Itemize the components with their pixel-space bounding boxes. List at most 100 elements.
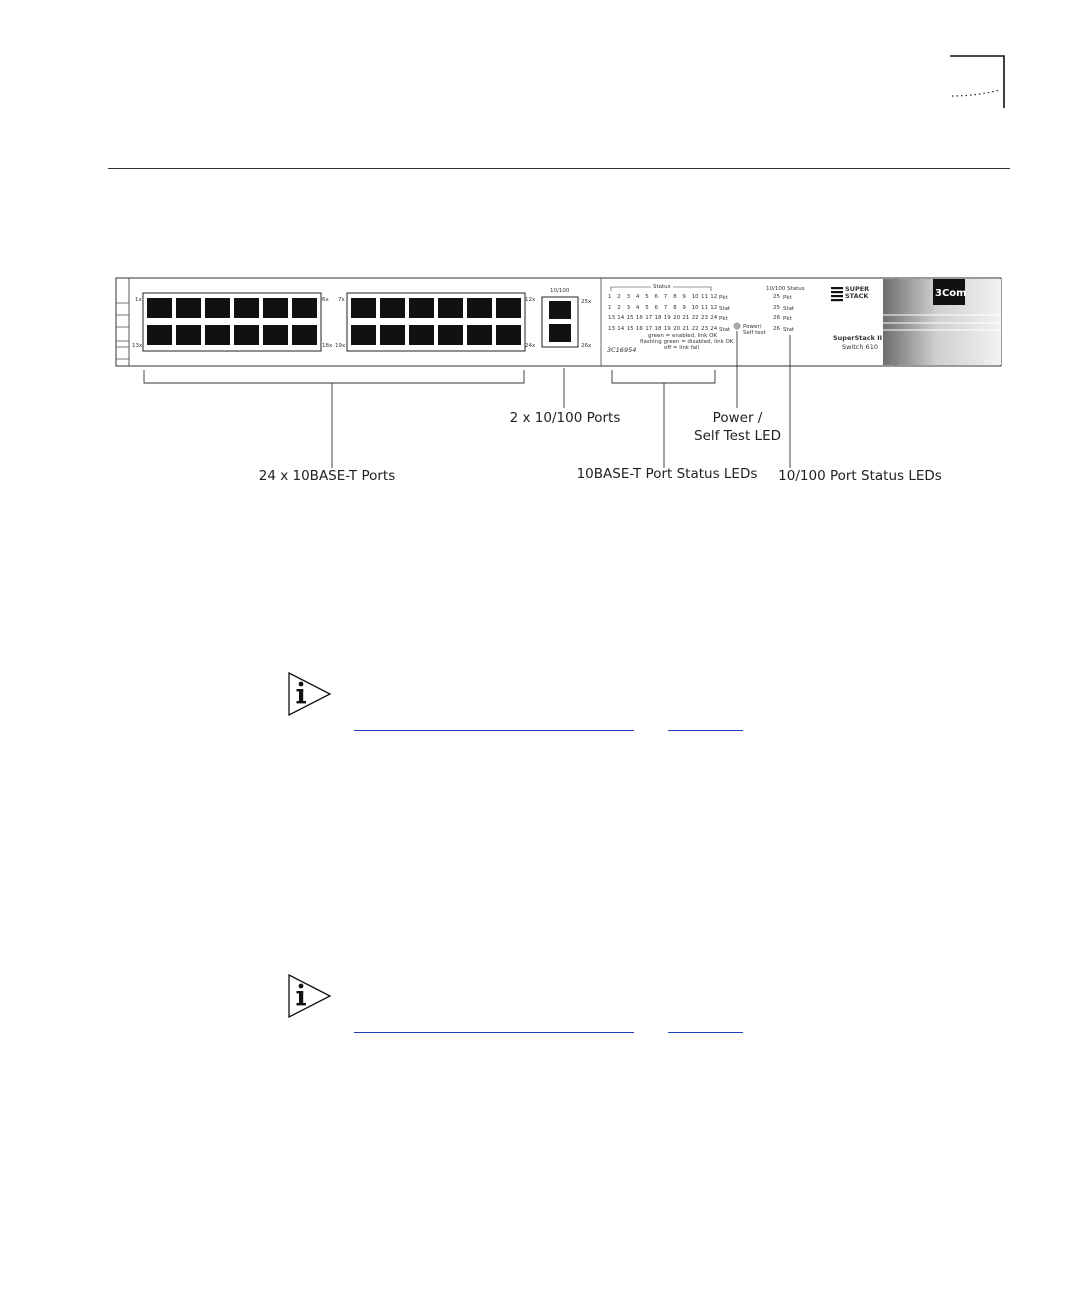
fast-status-port: 26 <box>773 315 780 321</box>
status-led-number: 9 <box>682 294 686 300</box>
status-led-number: 17 <box>645 315 653 321</box>
status-led-number: 19 <box>663 325 671 332</box>
rj45-port <box>147 298 172 318</box>
callout-10base-ports: 24 x 10BASE-T Ports <box>258 468 396 484</box>
header-rule <box>108 168 1010 169</box>
port-label: 19x <box>335 343 346 349</box>
port-label: 26x <box>581 343 592 349</box>
rj45-port <box>380 325 405 345</box>
fast-status-tag: Stat <box>783 305 795 312</box>
status-led-number: 24 <box>710 315 718 321</box>
status-led-number: 3 <box>626 304 631 311</box>
status-led-number: 1 <box>608 294 612 300</box>
rj45-port <box>351 325 376 345</box>
rj45-port <box>292 325 317 345</box>
status-led-number: 13 <box>608 325 615 332</box>
product-name: SuperStack II <box>833 334 883 342</box>
callout-10-100-status-leds: 10/100 Port Status LEDs <box>778 468 942 484</box>
status-led-number: 22 <box>691 325 699 332</box>
rj45-port <box>205 325 230 345</box>
rj45-port <box>467 325 492 345</box>
callout-power-led-line1: Power / <box>712 410 763 426</box>
rj45-port <box>176 298 201 318</box>
power-led-label: Power/ Self test <box>743 324 766 336</box>
fast-status-tag: Pkt <box>783 316 792 322</box>
vendor-logo-block <box>933 279 965 305</box>
rj45-port <box>549 324 571 342</box>
callout-10base-status-leds: 10BASE-T Port Status LEDs <box>576 466 758 482</box>
status-led-number: 1 <box>608 304 612 311</box>
status-led-number: 12 <box>710 294 718 300</box>
status-led-number: 16 <box>635 325 643 332</box>
status-led-number: 4 <box>635 294 640 300</box>
info-icon <box>288 672 332 716</box>
status-led-number: 9 <box>682 304 686 311</box>
page-reference-link[interactable] <box>668 730 743 731</box>
status-led-number: 6 <box>654 294 659 300</box>
rj45-port <box>234 298 259 318</box>
status-led-number: 7 <box>663 294 668 300</box>
note-1 <box>288 672 788 732</box>
rj45-port <box>496 298 521 318</box>
status-led-number: 14 <box>617 315 625 321</box>
status-led-number: 18 <box>654 315 662 321</box>
cross-reference-link[interactable] <box>354 1032 634 1033</box>
page-reference-link[interactable] <box>668 1032 743 1033</box>
port-label: 18x <box>322 343 333 349</box>
status-led-number: 3 <box>626 294 631 300</box>
fast-status-tag: Stat <box>783 326 795 333</box>
port-label: 1x <box>135 297 142 303</box>
note-2 <box>288 974 788 1034</box>
status-led-number: 23 <box>701 315 708 321</box>
rj45-port <box>205 298 230 318</box>
status-led-number: 19 <box>663 315 671 321</box>
status-led-number: 7 <box>663 304 668 311</box>
rj45-port <box>549 301 571 319</box>
status-led-number: 20 <box>673 325 681 332</box>
fast-status-port: 25 <box>773 294 780 300</box>
superstack-logo-icon <box>831 287 843 302</box>
status-led-number: 15 <box>626 315 634 321</box>
status-led-tag: Pkt <box>719 316 728 322</box>
rj45-port <box>409 298 434 318</box>
status-led-number: 5 <box>645 294 649 300</box>
status-led-number: 6 <box>654 304 659 311</box>
status-led-number: 10 <box>691 294 699 300</box>
status-led-number: 2 <box>617 294 621 300</box>
rj45-port <box>467 298 492 318</box>
cross-reference-link[interactable] <box>354 730 634 731</box>
vendor-logo: 3Com <box>935 288 967 299</box>
status-led-tag: Pkt <box>719 295 728 301</box>
rj45-port <box>147 325 172 345</box>
brand-logo-text: SUPER <box>845 285 870 293</box>
fast-status-header: 10/100 Status <box>766 286 805 292</box>
fast-status-port: 26 <box>773 325 780 332</box>
status-led-number: 18 <box>654 325 662 332</box>
status-led-number: 8 <box>673 304 677 311</box>
status-led-number: 20 <box>673 315 681 321</box>
model-number: 3C16954 <box>607 346 637 354</box>
status-led-number: 5 <box>645 304 649 311</box>
rj45-port <box>351 298 376 318</box>
legend-line: off = link fail <box>664 345 700 351</box>
status-led-number: 11 <box>701 294 708 300</box>
fast-status-tag: Pkt <box>783 295 792 301</box>
status-led-number: 22 <box>691 315 699 321</box>
legend-line: flashing green = disabled, link OK <box>640 339 734 345</box>
status-led-number: 10 <box>691 304 699 311</box>
status-led-number: 16 <box>635 315 643 321</box>
callout-power-led-line2: Self Test LED <box>694 428 781 444</box>
status-led-number: 14 <box>617 325 625 332</box>
status-led-number: 17 <box>645 325 653 332</box>
status-led-tag: Stat <box>719 305 731 312</box>
port-label: 7x <box>338 297 345 303</box>
rj45-port <box>263 298 288 318</box>
port-label: 25x <box>581 299 592 305</box>
port-label: 6x <box>322 297 329 303</box>
port-label: 24x <box>525 343 536 349</box>
status-led-number: 21 <box>682 315 690 321</box>
rj45-port <box>176 325 201 345</box>
rj45-port <box>263 325 288 345</box>
port-label: 13x <box>132 343 143 349</box>
front-panel-figure: 1x 6x 13x 18x 7x 12x 19x 24x 10/100 25x … <box>115 275 1005 490</box>
